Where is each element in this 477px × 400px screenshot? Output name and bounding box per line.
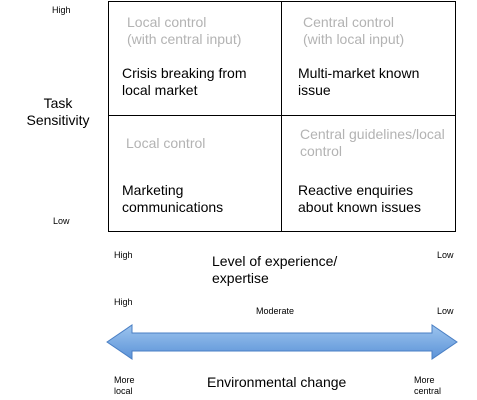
experience-high-label: High xyxy=(114,250,133,260)
y-axis-title: Task Sensitivity xyxy=(26,95,90,128)
environment-high-label: High xyxy=(114,297,133,307)
environment-left-end-label: More local xyxy=(114,375,135,396)
experience-axis-title: Level of experience/ expertise xyxy=(212,253,338,286)
experience-low-label: Low xyxy=(437,250,454,260)
matrix-vertical-divider xyxy=(281,1,282,232)
y-axis-high-label: High xyxy=(52,5,71,15)
quadrant-top-right-example: Multi-market known issue xyxy=(298,65,420,98)
environment-axis-title: Environmental change xyxy=(207,374,347,390)
quadrant-bottom-right-heading: Central guidelines/local control xyxy=(300,126,445,159)
environment-right-end-label: More central xyxy=(414,375,442,396)
matrix-horizontal-divider xyxy=(108,115,456,116)
y-axis-low-label: Low xyxy=(53,216,70,226)
quadrant-top-left-heading: Local control (with central input) xyxy=(127,14,242,47)
environment-moderate-label: Moderate xyxy=(256,306,295,316)
quadrant-bottom-left-example: Marketing communications xyxy=(122,182,224,215)
quadrant-top-left-example: Crisis breaking from local market xyxy=(122,65,247,98)
quadrant-bottom-left-heading: Local control xyxy=(126,135,206,151)
environment-low-label: Low xyxy=(437,306,454,316)
matrix-frame xyxy=(108,1,456,232)
quadrant-bottom-right-example: Reactive enquiries about known issues xyxy=(298,182,421,215)
quadrant-top-right-heading: Central control (with local input) xyxy=(303,14,405,47)
